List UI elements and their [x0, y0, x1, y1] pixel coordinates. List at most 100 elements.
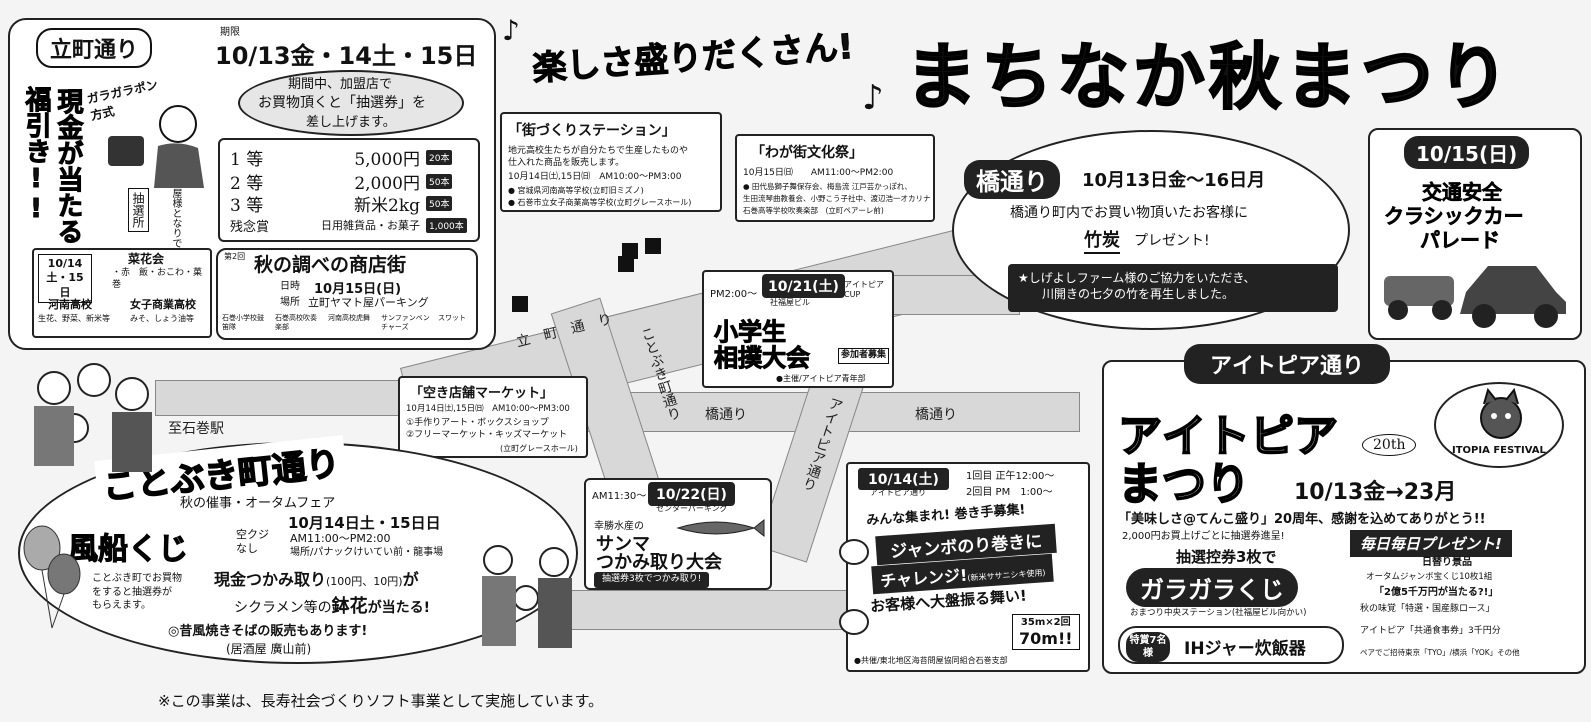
aitopia-t1: アイトピア [1117, 410, 1339, 463]
sumo-org: ●主催/アイトピア青年部 [776, 374, 866, 383]
akiten-b3: (立町グレースホール) [500, 444, 578, 453]
sumo-recruit: 参加者募集 [838, 348, 890, 364]
aitopia-three: 抽選控券3枚で [1176, 548, 1277, 566]
hashi-note2: 川開きの七夕の竹を再生しました。 [1042, 287, 1235, 302]
shirabe-date-label: 日時 [280, 281, 300, 292]
balloon-note-line: もらえます。 [92, 600, 151, 611]
classic-date: 10/15(日) [1404, 136, 1530, 169]
kakai-label: 菜花会 [128, 252, 165, 266]
shirabe-title: 秋の調べの商店街 [254, 254, 407, 276]
aitopia-station: おまつり中央ステーション(社福屋ビル向かい) [1130, 608, 1307, 618]
kakai-items: ・赤 飯・おこわ・菓 巻 [112, 268, 212, 290]
norimaki-size1: 35m×2回 [1020, 617, 1071, 628]
cyclamen-text: シクラメン等の [234, 600, 332, 616]
kotobuki-sub: 秋の催事・オータムフェア [180, 496, 336, 511]
school2-name: 女子商業高校 [130, 298, 196, 311]
machistation-b2: ● 石巻市立女子商業高等学校(立町グレースホール) [508, 198, 692, 207]
akiten-title: 「空き店舗マーケット」 [410, 386, 554, 401]
cyclamen-line: シクラメン等の鉢花が当たる! [234, 592, 430, 618]
shirabe-place: 立町ヤマト屋パーキング [308, 296, 429, 309]
wagamachi-title: 「わが街文化祭」 [751, 145, 863, 161]
machistation-section: 「街づくりステーション」 地元高校生たちが自分たちで生産したものや 仕入れた商品… [500, 112, 722, 212]
shirabe-place-label: 場所 [280, 297, 300, 308]
hashi-line2: プレゼント! [1134, 233, 1210, 249]
header-note-icon: ♪ [502, 14, 520, 47]
shoppers-illustration [482, 545, 572, 648]
aitopia-jumbo2: 「2億5千万円が当たる?!」 [1374, 587, 1499, 598]
norimaki-section: 10/14(土) アイトピア通り 1回目 正午12:00〜 2回目 PM 1:0… [839, 462, 1090, 672]
genkin-label: 現金が当たる [53, 88, 84, 245]
map-marker [618, 256, 634, 272]
akiten-time: 10月14日㈯,15日㈰ AM10:00〜PM3:00 [406, 404, 570, 414]
genkin-ga: が [402, 570, 419, 589]
hashi-gift: 竹炭 [1084, 226, 1120, 254]
aitopia-special-prize: IHジャー炊飯器 [1184, 639, 1306, 659]
sanma-time: AM11:30〜 [592, 491, 647, 502]
norimaki-roll-icon [839, 539, 869, 635]
band-name: 石巻小学校鼓笛隊 [222, 314, 264, 332]
map-marker [622, 243, 638, 259]
hashi-line1: 橋通り町内でお買い物頂いたお客様に [1010, 205, 1248, 221]
norimaki-call: みんな集まれ! 巻き手募集! [865, 502, 1026, 529]
school1-name: 河南高校 [48, 298, 92, 311]
sumo-pre: PM2:00〜 [710, 289, 758, 300]
aitopia-daily-sub: 日替り景品 [1422, 557, 1472, 568]
aitopia-bishoku: 「美味しさ@てんこ盛り」20周年、感謝を込めてありがとう!! [1118, 512, 1486, 527]
classic-l3: パレード [1420, 228, 1501, 253]
shirabe-bands: 石巻小学校鼓笛隊 石巻高校吹奏楽部 河南高校虎舞 サンファンベンチャーズ スワッ… [222, 314, 478, 332]
machistation-desc1: 地元高校生たちが自分たちで生産したものや [508, 146, 689, 156]
sanma-note: 抽選券3枚でつかみ取り! [594, 572, 710, 588]
kotobuki-time: AM11:00〜PM2:00 [290, 532, 391, 545]
aitopia-pork: 秋の味覚「特選・国産豚ロース」 [1360, 604, 1495, 614]
aitopia-badge: ITOPIA FESTIVAL [1434, 382, 1564, 468]
aitopia-dates: 10/13金→23月 [1294, 480, 1457, 505]
aitopia-special: 特賞7名様 [1126, 632, 1170, 662]
tachimachi-title: 立町通り [36, 28, 153, 68]
sanma-date: 10/22(日) [648, 482, 735, 506]
school1-items: 生花、野菜、新米等 [38, 314, 110, 323]
genkin-text: 現金つかみ取り [214, 570, 327, 589]
balloons-illustration [23, 525, 81, 629]
aitopia-line2: 2,000円お買上げごとに抽選券進呈! [1122, 531, 1285, 542]
fukubiki-label: 福引き!! [21, 86, 52, 225]
aitopia-garagara: ガラガラくじ [1126, 568, 1298, 607]
tachimachi-line1: 期間中、加盟店で [288, 77, 393, 92]
fusen-title: 風船くじ [68, 532, 189, 568]
akita-label: 秋田屋様となりで開催 [170, 168, 181, 268]
aitopia-t2: まつり [1117, 458, 1251, 511]
sumo-l1: 小学生 [714, 318, 787, 347]
sumo-cup: アイトピアCUP [844, 280, 884, 300]
cat-mascot-icon [1480, 388, 1522, 439]
aitopia-street: アイトピア通り [1184, 344, 1391, 384]
machistation-time: 10月14日㈯,15日㈰ AM10:00〜PM3:00 [508, 172, 682, 182]
tachimachi-info-bubble [238, 70, 464, 136]
road-lower [560, 590, 860, 630]
tachimachi-section: 立町通り 期限 10/13金・14土・15日 期間中、加盟店で お買物頂くと「抽… [8, 18, 496, 350]
norimaki-t2: 2回目 PM 1:00〜 [966, 487, 1053, 498]
footer-note: ※この事業は、長寿社会づくりソフト事業として実施しています。 [158, 692, 604, 710]
hashi-note1: ★しげよしファーム様のご協力をいただき、 [1018, 271, 1256, 285]
balloon-note-line: ことぶき町でお買物 [92, 573, 182, 584]
aitopia-anniv: 20th [1362, 434, 1417, 456]
fish-icon [676, 518, 765, 538]
kotobuki-place: 場所/パナックけいてい前・龍事場 [290, 547, 444, 558]
header-note-icon: ♪ [862, 78, 884, 118]
akiten-b1: ①手作りアート・ボックスショップ [406, 418, 549, 428]
sanma-l1: サンマ [596, 534, 650, 555]
wagamachi-b1: ● 田代島獅子舞保存会、梅島流 江戸芸かっぽれ、 [743, 182, 912, 191]
balloon-note-line: をすると抽選券が [92, 586, 172, 598]
school2-items: みそ、しょう油等 [130, 314, 194, 323]
map-marker [645, 238, 661, 254]
hashi-title: 橋通り [964, 160, 1060, 199]
aitopia-badge-text: ITOPIA FESTIVAL [1452, 445, 1546, 456]
aitopia-special-box: 特賞7名様 IHジャー炊飯器 [1118, 626, 1344, 664]
sanma-l2: つかみ取り大会 [596, 552, 722, 573]
norimaki-l2: チャレンジ! [879, 565, 968, 591]
map-marker [512, 296, 528, 312]
map-label-hashi1: 橋通り [705, 407, 747, 423]
map-label-hashi2: 橋通り [915, 407, 957, 423]
